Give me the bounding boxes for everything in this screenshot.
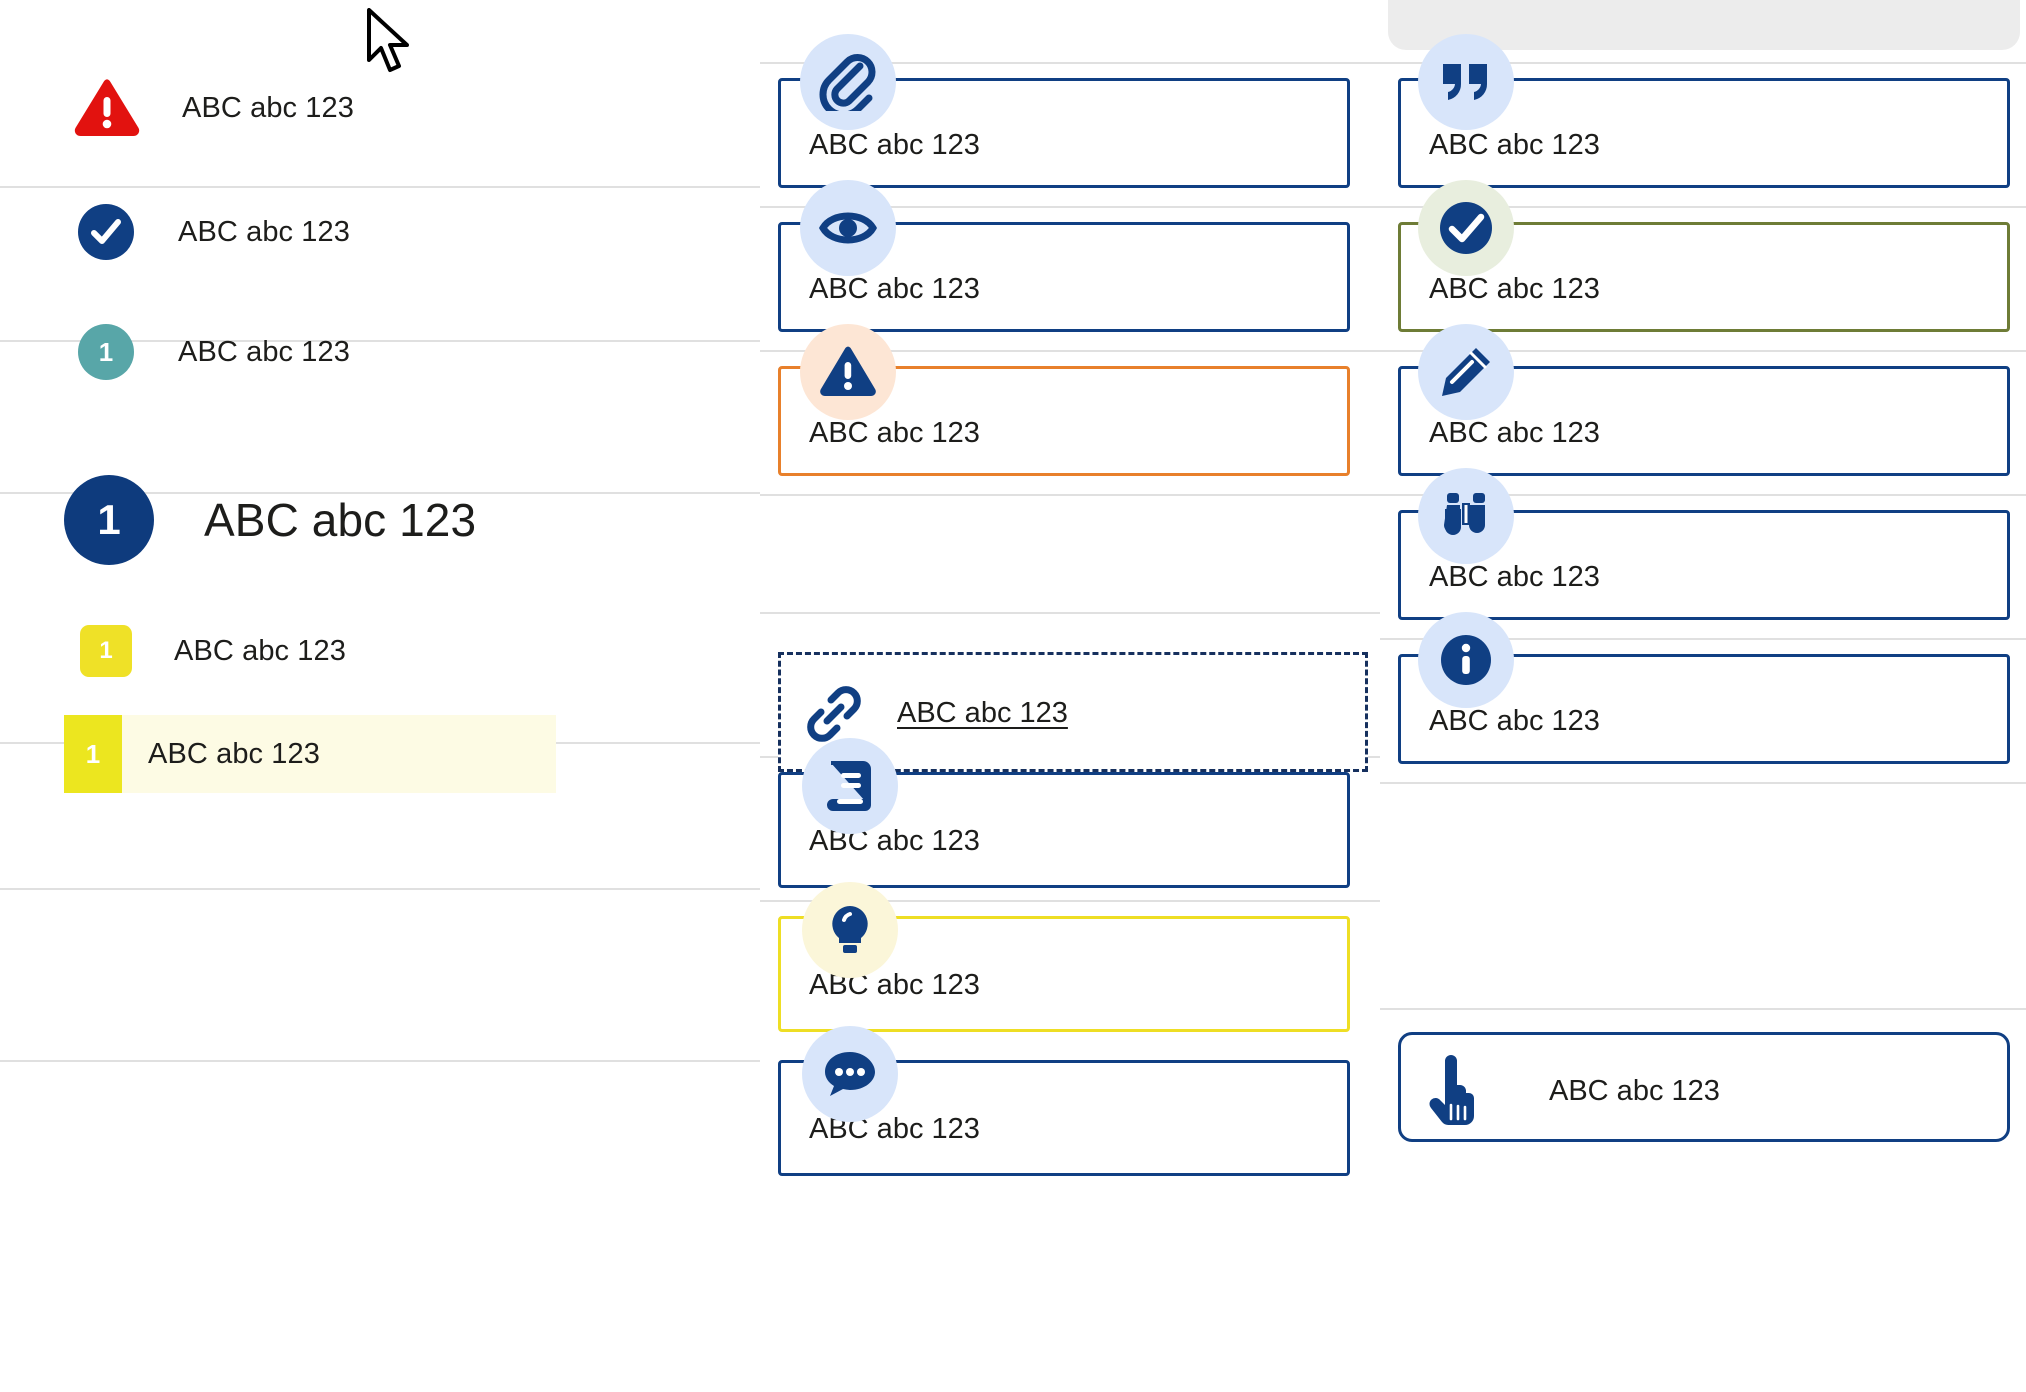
card-divider bbox=[760, 350, 1380, 352]
card-divider bbox=[760, 612, 1380, 614]
legend-panel: ABC abc 123 ABC abc 123 1 ABC abc 123 1 … bbox=[0, 0, 760, 1392]
check-circle-icon bbox=[78, 204, 134, 260]
legend-item-warning[interactable]: ABC abc 123 bbox=[0, 78, 834, 138]
number-badge-large: 1 bbox=[64, 475, 154, 565]
link-icon bbox=[803, 683, 865, 745]
card-divider bbox=[1380, 782, 2026, 784]
number-badge-value: 1 bbox=[85, 738, 101, 769]
legend-item-label: ABC abc 123 bbox=[178, 215, 350, 248]
binoculars-icon bbox=[1418, 468, 1514, 564]
card-label: ABC abc 123 bbox=[1429, 561, 1600, 593]
legend-divider bbox=[0, 492, 760, 494]
card-divider bbox=[760, 206, 1380, 208]
legend-item-number-large[interactable]: 1 ABC abc 123 bbox=[0, 474, 824, 566]
legend-divider bbox=[0, 1060, 760, 1062]
number-badge-value: 1 bbox=[97, 496, 121, 543]
card-info[interactable]: ABC abc 123 bbox=[1398, 654, 2010, 764]
warning-triangle-icon bbox=[74, 79, 140, 137]
legend-item-label: ABC abc 123 bbox=[148, 737, 320, 770]
card-label: ABC abc 123 bbox=[809, 129, 980, 161]
card-divider bbox=[1380, 1008, 2026, 1010]
legend-item-label: ABC abc 123 bbox=[178, 335, 350, 368]
legend-divider bbox=[0, 340, 760, 342]
card-label: ABC abc 123 bbox=[809, 417, 980, 449]
warning-triangle-icon bbox=[800, 324, 896, 420]
quote-icon bbox=[1418, 34, 1514, 130]
book-icon bbox=[802, 738, 898, 834]
number-badge-value: 1 bbox=[99, 637, 113, 664]
number-badge-square: 1 bbox=[80, 625, 132, 677]
eye-icon bbox=[800, 180, 896, 276]
card-label: ABC abc 123 bbox=[1429, 417, 1600, 449]
legend-divider bbox=[0, 888, 760, 890]
legend-item-label: ABC abc 123 bbox=[182, 91, 354, 124]
number-badge-value: 1 bbox=[98, 336, 114, 367]
pencil-icon bbox=[1418, 324, 1514, 420]
pointing-hand-icon bbox=[1425, 1055, 1485, 1125]
comment-icon bbox=[802, 1026, 898, 1122]
mouse-pointer-icon bbox=[365, 8, 417, 81]
legend-item-number-yellow[interactable]: 1 ABC abc 123 bbox=[0, 622, 840, 680]
number-badge-square-highlighted: 1 bbox=[64, 715, 122, 793]
card-label: ABC abc 123 bbox=[1429, 273, 1600, 305]
card-divider bbox=[1380, 62, 2026, 64]
card-label: ABC abc 123 bbox=[809, 273, 980, 305]
info-circle-icon bbox=[1418, 612, 1514, 708]
card-action[interactable]: ABC abc 123 bbox=[1398, 1032, 2010, 1142]
lightbulb-icon bbox=[802, 882, 898, 978]
card-divider bbox=[760, 900, 1380, 902]
card-divider bbox=[1380, 638, 2026, 640]
number-badge: 1 bbox=[78, 324, 134, 380]
paperclip-icon bbox=[800, 34, 896, 130]
check-circle-icon bbox=[1418, 180, 1514, 276]
card-divider bbox=[1380, 494, 2026, 496]
legend-item-label: ABC abc 123 bbox=[174, 634, 346, 667]
legend-item-number-teal[interactable]: 1 ABC abc 123 bbox=[0, 322, 838, 382]
card-label: ABC abc 123 bbox=[1429, 129, 1600, 161]
legend-divider bbox=[0, 186, 760, 188]
card-label: ABC abc 123 bbox=[1549, 1075, 1720, 1107]
legend-item-label: ABC abc 123 bbox=[204, 494, 477, 546]
card-divider bbox=[1380, 350, 2026, 352]
card-divider bbox=[1380, 206, 2026, 208]
legend-item-check[interactable]: ABC abc 123 bbox=[0, 202, 838, 262]
card-divider bbox=[760, 494, 1380, 496]
card-label: ABC abc 123 bbox=[1429, 705, 1600, 737]
legend-item-highlighted[interactable]: 1 ABC abc 123 bbox=[64, 715, 556, 793]
card-divider bbox=[760, 62, 1380, 64]
card-link-label[interactable]: ABC abc 123 bbox=[897, 697, 1068, 729]
